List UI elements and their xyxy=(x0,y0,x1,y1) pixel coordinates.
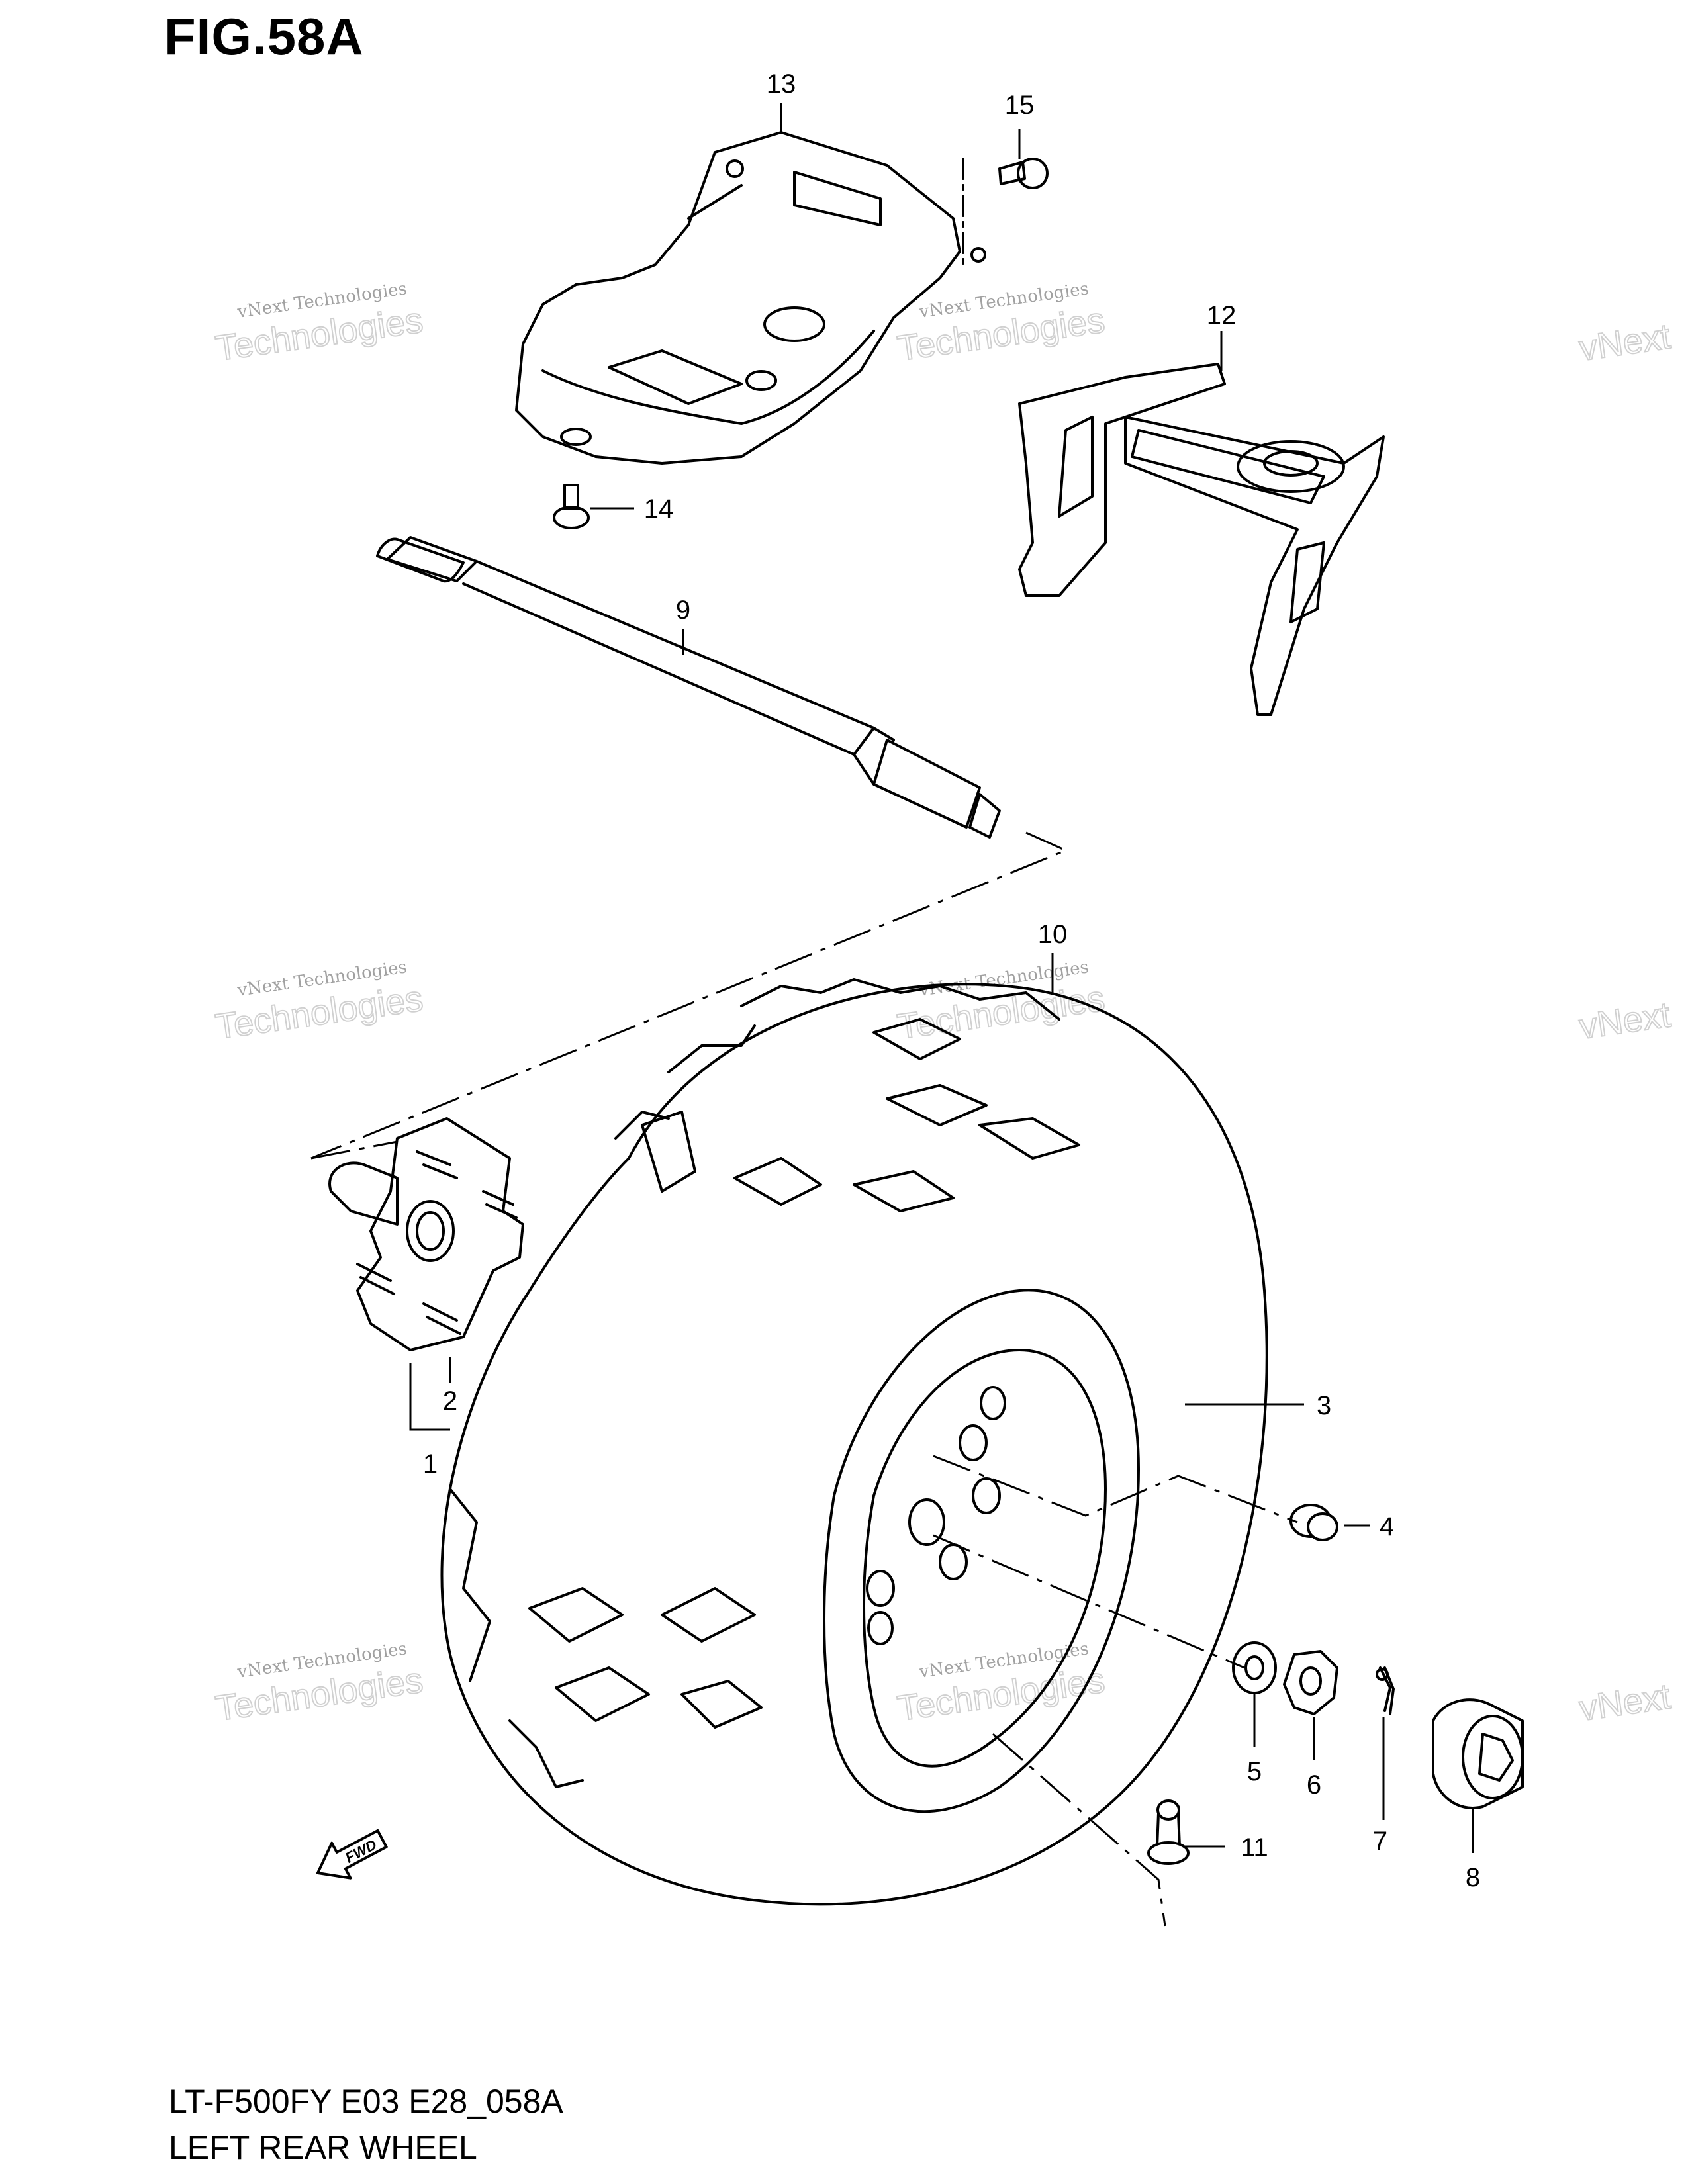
part-10-tire xyxy=(440,953,1268,1906)
callout-13: 13 xyxy=(767,69,796,99)
figure-caption: LEFT REAR WHEEL xyxy=(169,2129,477,2166)
part-12-bracket xyxy=(1018,331,1385,716)
callout-7: 7 xyxy=(1373,1827,1387,1856)
part-1-hub xyxy=(328,1117,524,1431)
callout-11: 11 xyxy=(1241,1833,1268,1862)
part-3-rim xyxy=(823,1289,1304,1813)
callout-15: 15 xyxy=(1005,91,1035,120)
part-11-valve xyxy=(1147,1799,1225,1865)
watermark-line2: vNext xyxy=(1577,316,1673,369)
figure-title: FIG.58A xyxy=(164,7,364,66)
callout-14: 14 xyxy=(644,494,674,523)
callout-6: 6 xyxy=(1307,1770,1321,1799)
watermark-line2: vNext xyxy=(1577,995,1673,1047)
callout-5: 5 xyxy=(1247,1757,1262,1786)
part-14-bolt xyxy=(553,484,634,529)
callout-4: 4 xyxy=(1380,1512,1394,1541)
part-9-axle-shaft xyxy=(376,536,1001,839)
fwd-arrow: FWD xyxy=(316,1829,388,1880)
watermark-line2: vNext xyxy=(1577,1676,1673,1729)
part-7-cotter-pin xyxy=(1376,1666,1395,1820)
callout-10: 10 xyxy=(1038,920,1068,949)
model-code: LT-F500FY E03 E28_058A xyxy=(169,2083,563,2120)
callout-2: 2 xyxy=(443,1387,457,1416)
assembly-centerlines xyxy=(310,831,1298,1927)
part-5-washer xyxy=(1232,1641,1277,1747)
part-13-guard xyxy=(515,131,986,465)
part-6-castle-nut xyxy=(1283,1650,1338,1760)
callout-8: 8 xyxy=(1466,1863,1480,1892)
callout-3: 3 xyxy=(1317,1391,1331,1420)
callout-9: 9 xyxy=(676,596,690,625)
callout-1: 1 xyxy=(423,1449,438,1479)
callout-labels: 1 2 3 4 5 6 7 8 9 10 11 12 13 14 15 xyxy=(423,69,1480,1892)
part-8-cap xyxy=(1432,1698,1524,1853)
part-4-nut xyxy=(1289,1504,1370,1541)
callout-12: 12 xyxy=(1207,301,1237,330)
part-15-bolt xyxy=(962,129,1049,266)
